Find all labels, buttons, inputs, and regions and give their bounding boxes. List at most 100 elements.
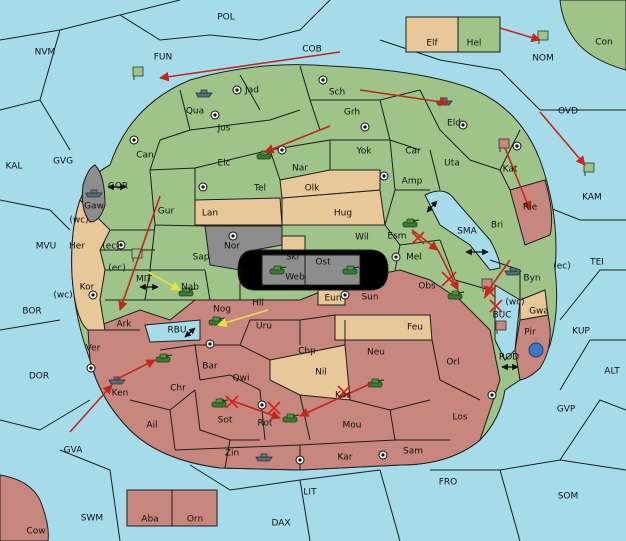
label-sap: Sap	[193, 253, 210, 263]
province-olk[interactable]	[279, 169, 381, 199]
label-kas: Kas	[335, 391, 351, 401]
label-obs: Obs	[418, 282, 436, 292]
label-dax: DAX	[271, 519, 290, 529]
sea-buc	[494, 284, 521, 361]
label-nom: NOM	[532, 54, 554, 64]
label-hel: Hel	[467, 39, 482, 49]
label-chr: Chr	[170, 384, 186, 394]
label-ver: Ver	[86, 344, 101, 354]
province-hel[interactable]	[457, 16, 501, 53]
label-con: Con	[595, 38, 613, 48]
label-cow: Cow	[26, 527, 45, 537]
label-orn: Orn	[187, 515, 203, 525]
label-pir: Pir	[524, 328, 536, 338]
label-lan: Lan	[202, 209, 218, 219]
label-amp: Amp	[402, 177, 423, 187]
label-ec1: (ec)	[102, 242, 120, 252]
label-chp: Chp	[298, 347, 316, 357]
province-elf[interactable]	[405, 16, 459, 53]
label-swm: SWM	[81, 514, 103, 524]
label-can: Can	[136, 151, 154, 161]
province-gwa[interactable]	[519, 289, 549, 321]
label-sun: Sun	[361, 293, 378, 303]
label-ost: Ost	[315, 258, 331, 268]
province-rie[interactable]	[509, 179, 553, 246]
units	[85, 30, 595, 462]
province-aba[interactable]	[126, 489, 173, 527]
label-eun: Eun	[324, 294, 341, 304]
province-con[interactable]	[559, 0, 626, 71]
label-ail: Ail	[146, 421, 157, 431]
unit-pir	[528, 342, 544, 358]
label-sam: Sam	[403, 447, 423, 457]
cut-support-marks	[225, 231, 503, 415]
label-mel: Mel	[406, 253, 422, 263]
label-gvg: GVG	[53, 157, 73, 167]
label-dor: DOR	[29, 372, 49, 382]
label-rod: ROD	[499, 353, 519, 363]
label-gvp: GVP	[557, 405, 576, 415]
label-mvu: MVU	[36, 242, 57, 252]
label-ec2: (ec)	[108, 264, 126, 274]
label-gva: GVA	[64, 446, 84, 456]
label-eld: Eld	[447, 119, 461, 129]
label-aba: Aba	[141, 515, 158, 525]
label-nil: Nil	[315, 368, 327, 378]
label-olk: Olk	[305, 184, 321, 194]
label-grh: Grh	[344, 108, 360, 118]
label-rot: Rot	[258, 419, 273, 429]
label-nab: Nab	[181, 283, 199, 293]
province-labels: POL NVM FUN COB NOM Con Elf Hel Jad Qua …	[6, 13, 621, 537]
label-fro: FRO	[439, 478, 458, 488]
label-sch: Sch	[329, 88, 345, 98]
province-cow[interactable]	[0, 474, 49, 541]
label-gur: Gur	[158, 207, 175, 217]
label-skr: Skr	[286, 253, 301, 263]
label-uta: Uta	[444, 159, 460, 169]
label-bri: Bri	[491, 221, 503, 231]
label-fun: FUN	[154, 53, 173, 63]
label-alt: ALT	[604, 367, 620, 377]
orders	[69, 27, 586, 433]
label-bor: BOR	[22, 307, 41, 317]
label-los: Los	[452, 413, 467, 423]
label-uru: Uru	[256, 322, 272, 332]
territory-tan-west	[71, 199, 111, 331]
label-her: Her	[69, 242, 85, 252]
label-zin: Zin	[225, 449, 239, 459]
label-esm: Esm	[387, 232, 406, 242]
label-ovd: OVD	[558, 107, 578, 117]
province-web[interactable]	[261, 254, 361, 286]
label-byn: Byn	[523, 274, 540, 284]
label-elf: Elf	[426, 39, 438, 49]
label-pol: POL	[217, 13, 235, 23]
label-sma: SMA	[457, 227, 477, 237]
label-wc3: (wc)	[505, 298, 524, 308]
label-yok: Yok	[355, 147, 372, 157]
label-kar: Kar	[338, 453, 353, 463]
label-jad: Jad	[244, 86, 259, 96]
label-som: SOM	[558, 492, 579, 502]
label-ken: Ken	[112, 389, 129, 399]
label-nvm: NVM	[35, 48, 56, 58]
label-kam: KAM	[582, 193, 602, 203]
label-tel: Tel	[253, 184, 266, 194]
label-qwi: Qwi	[233, 374, 250, 384]
label-hil: Hil	[252, 299, 264, 309]
label-bar: Bar	[202, 362, 218, 372]
label-tei: TEI	[589, 258, 604, 268]
province-nil[interactable]	[269, 344, 351, 401]
label-wil: Wil	[355, 233, 369, 243]
province-orn[interactable]	[171, 489, 218, 527]
label-mou: Mou	[343, 421, 362, 431]
label-cob: COB	[302, 45, 322, 55]
province-borders	[100, 65, 521, 470]
label-feu: Feu	[407, 323, 423, 333]
label-nar: Nar	[292, 164, 308, 174]
label-hug: Hug	[334, 209, 352, 219]
label-kal: KAL	[6, 162, 23, 172]
label-gwa: Gwa	[529, 307, 549, 317]
label-orl: Orl	[446, 358, 459, 368]
label-ark: Ark	[116, 320, 132, 330]
